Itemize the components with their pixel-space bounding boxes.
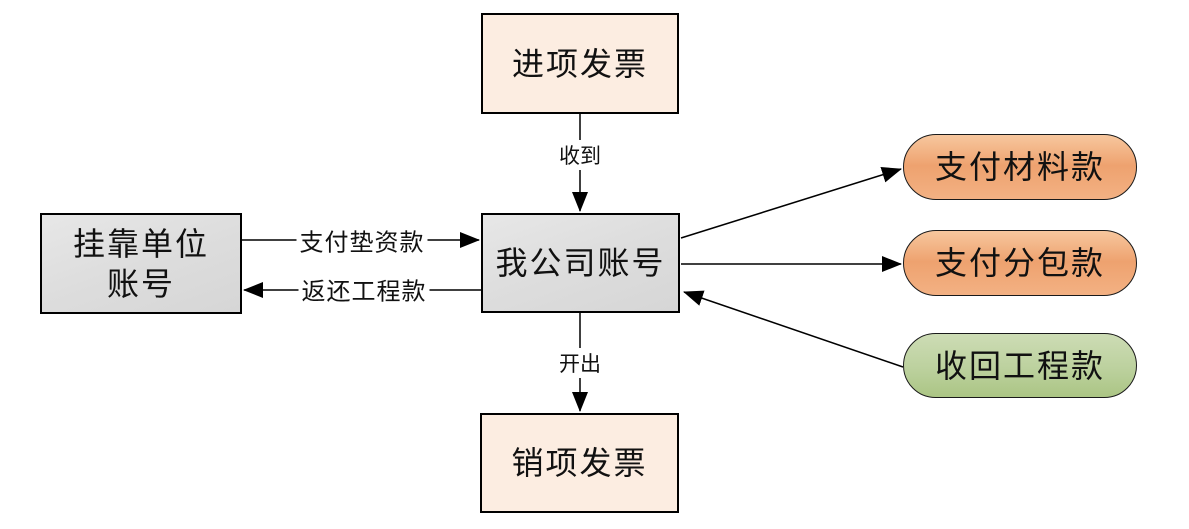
node-recover-project: 收回工程款 (903, 333, 1137, 398)
node-pay-materials-label: 支付材料款 (934, 149, 1105, 185)
node-output-invoice: 销项发票 (480, 413, 679, 513)
node-pay-materials: 支付材料款 (903, 134, 1137, 200)
node-pay-subcontract: 支付分包款 (903, 230, 1137, 296)
node-company-account-label: 我公司账号 (495, 245, 666, 281)
edge-to-pay-materials-line (680, 167, 902, 239)
node-pay-subcontract-label: 支付分包款 (934, 245, 1105, 281)
node-input-invoice-label: 进项发票 (511, 45, 648, 82)
node-affiliated-account: 挂靠单位 账号 (40, 213, 242, 314)
node-company-account: 我公司账号 (481, 213, 680, 313)
node-affiliated-account-label-line1: 挂靠单位 (72, 225, 209, 262)
node-recover-project-label: 收回工程款 (934, 347, 1105, 384)
edge-from-recover-project-line (683, 290, 904, 368)
node-input-invoice: 进项发票 (481, 13, 679, 114)
edge-label-pay-advance: 支付垫资款 (296, 222, 428, 258)
node-output-invoice-label: 销项发票 (511, 445, 648, 481)
edge-label-return-project: 返还工程款 (298, 271, 430, 307)
edge-label-receive: 收到 (556, 140, 604, 170)
edge-label-issue: 开出 (556, 348, 604, 378)
node-affiliated-account-label-line2: 账号 (106, 265, 175, 302)
